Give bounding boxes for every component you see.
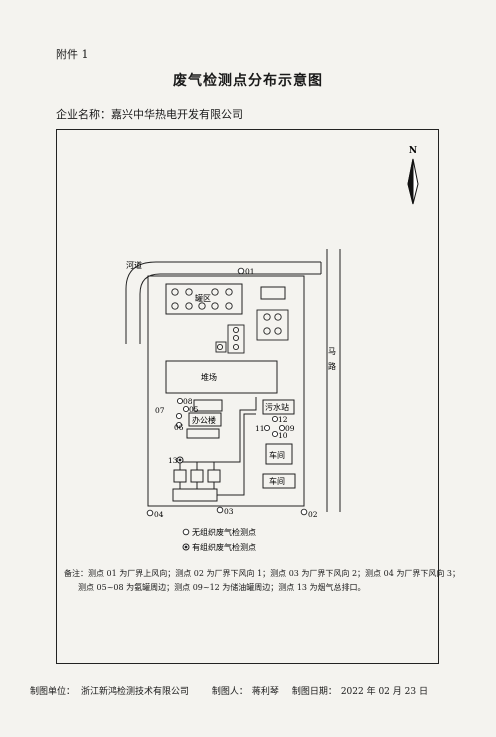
legend-organized-label: 有组织废气检测点 xyxy=(192,542,256,552)
maker-label: 制图人： xyxy=(211,687,248,697)
sampling-points xyxy=(146,267,308,517)
tank-area-label: 罐区 xyxy=(195,293,211,303)
road-label-2: 路 xyxy=(328,361,336,371)
date-label: 制图日期： xyxy=(291,687,337,697)
maker-unit-label: 制图单位： xyxy=(30,687,76,697)
company-line: 企业名称：嘉兴中华热电开发有限公司 xyxy=(56,106,243,122)
attachment-label: 附件 1 xyxy=(56,48,89,61)
point-01-label: 01 xyxy=(245,267,255,276)
point-08-label: 08 xyxy=(183,397,193,406)
tank-area: 罐区 xyxy=(165,283,243,315)
workshop-1-label: 车间 xyxy=(269,450,285,460)
north-label: N xyxy=(409,146,417,156)
workshop-1 xyxy=(265,443,293,465)
point-05-label: 05 xyxy=(189,405,199,414)
point-07-label: 07 xyxy=(155,406,165,415)
site-map: N 河道 马 路 罐区 xyxy=(125,146,419,552)
legend-unorganized-label: 无组织废气检测点 xyxy=(192,527,256,537)
page-title: 废气检测点分布示意图 xyxy=(173,73,323,89)
point-06-label: 06 xyxy=(174,423,184,432)
road-lines xyxy=(326,249,341,512)
note-line-1: 备注：测点 01 为厂界上风向；测点 02 为厂界下风向 1；测点 03 为厂界… xyxy=(64,569,460,578)
legend-unorganized-icon xyxy=(182,528,190,536)
river-label: 河道 xyxy=(126,260,142,270)
small-tanks xyxy=(215,324,245,354)
yard xyxy=(165,360,278,394)
point-04-label: 04 xyxy=(154,510,164,519)
point-11-label: 11 xyxy=(255,424,265,433)
building-a xyxy=(260,286,286,300)
point-12-label: 12 xyxy=(278,415,288,424)
road-label-1: 马 xyxy=(328,347,336,356)
maker-name: 蒋利琴 xyxy=(251,687,279,697)
workshop-2 xyxy=(262,473,296,489)
footer: 制图单位： 浙江新鸿检测技术有限公司 制图人：蒋利琴 制图日期：2022 年 02… xyxy=(30,684,428,697)
maker-unit: 浙江新鸿检测技术有限公司 xyxy=(81,687,190,697)
company-name: 嘉兴中华热电开发有限公司 xyxy=(111,108,243,121)
company-label: 企业名称： xyxy=(56,108,111,121)
oil-tank-group xyxy=(256,309,289,341)
boiler-structures xyxy=(172,397,257,502)
sewage-label: 污水站 xyxy=(265,402,289,412)
point-10-label: 10 xyxy=(278,431,288,440)
factory-boundary xyxy=(147,275,305,507)
river-lines xyxy=(125,261,322,344)
workshop-2-label: 车间 xyxy=(269,476,285,486)
legend: 无组织废气检测点 有组织废气检测点 xyxy=(182,527,256,552)
sewage-station xyxy=(262,399,295,415)
point-03-label: 03 xyxy=(224,507,234,516)
date-value: 2022 年 02 月 23 日 xyxy=(340,687,428,697)
office-area xyxy=(186,399,223,439)
north-arrow-icon xyxy=(407,158,419,205)
point-13-label: 13 xyxy=(168,456,178,465)
yard-label: 堆场 xyxy=(201,372,217,382)
point-02-label: 02 xyxy=(308,510,318,519)
note-line-2: 测点 05~08 为氨罐周边；测点 09~12 为储油罐周边；测点 13 为烟气… xyxy=(78,583,366,592)
map-frame xyxy=(56,129,439,664)
point-09-label: 09 xyxy=(285,424,295,433)
organized-point-13-icon xyxy=(176,456,184,464)
office-label: 办公楼 xyxy=(192,415,216,425)
